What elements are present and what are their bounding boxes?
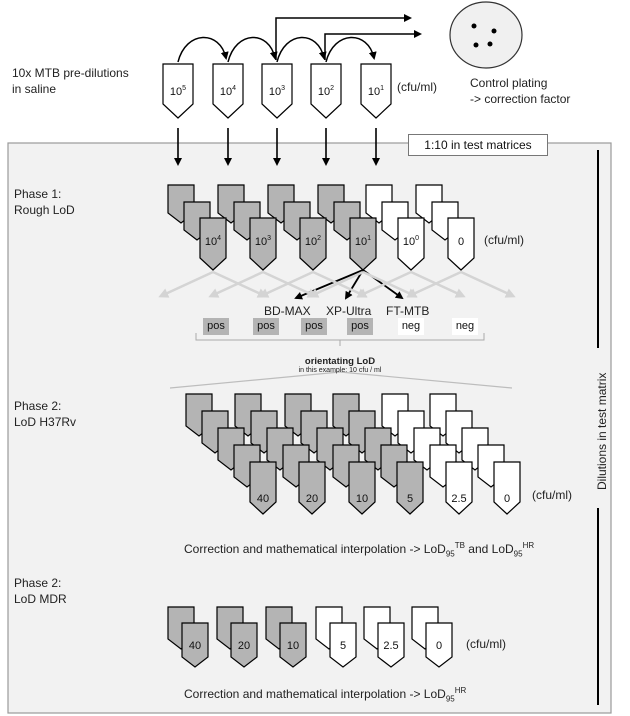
result-badge: pos (203, 318, 229, 335)
phase2b-front-tube (329, 622, 357, 668)
vertical-label: Dilutions in test matrix (595, 372, 609, 490)
control-label-line2: -> correction factor (470, 92, 571, 106)
orienting-lod-title: orientating LoD (304, 356, 376, 367)
transfer-arrow (177, 36, 229, 63)
phase1-front-tube (249, 217, 277, 271)
phase2b-tube-label: 10 (287, 640, 299, 652)
control-label-line1: Control plating (470, 76, 548, 90)
phase1-front-tube (349, 217, 377, 271)
phase2a-tube-label: 5 (407, 493, 413, 505)
orienting-lod-sub: in this example: 10 cfu / ml (298, 367, 382, 374)
predilution-tube-label: 105 (170, 85, 186, 98)
phase2a-tube-label: 10 (356, 493, 368, 505)
result-badge: pos (347, 318, 373, 335)
phase2b-front-tube (377, 622, 405, 668)
phase1-title-line1: Phase 1: (14, 187, 62, 201)
result-badge: neg (398, 318, 424, 335)
predilution-label-line1: 10x MTB pre-dilutions (12, 66, 129, 80)
phase2b-tube-label: 5 (340, 640, 346, 652)
phase2b-tube-label: 40 (189, 640, 201, 652)
phase1-front-tube (299, 217, 327, 271)
petri-dish (449, 1, 523, 69)
phase2a-front-tube (298, 461, 326, 515)
phase2b-front-tube (425, 622, 453, 668)
phase1-unit: (cfu/ml) (484, 233, 524, 247)
result-badge: pos (253, 318, 279, 335)
colony-dot (471, 23, 477, 29)
phase2a-tube-label: 40 (257, 493, 269, 505)
phase2a-front-tube (445, 461, 473, 515)
assay-xpultra: XP-Ultra (326, 304, 372, 318)
predilution-tube-label: 101 (368, 85, 384, 98)
results-bracket (195, 333, 485, 346)
predilution-unit: (cfu/ml) (397, 80, 437, 94)
phase2a-front-tube (493, 461, 521, 515)
phase1-tube-label: 102 (305, 235, 321, 248)
gray-fan-arrow (460, 270, 516, 298)
phase2b-tube-label: 2.5 (383, 640, 398, 652)
phase2a-front-tube (396, 461, 424, 515)
predilution-tube (212, 63, 244, 119)
phase2a-tube-label: 20 (306, 493, 318, 505)
phase2b-tube-label: 0 (436, 640, 442, 652)
funnel-line-left (169, 371, 341, 389)
phase1-tube-label: 100 (403, 235, 419, 248)
phase2a-tube-label: 2.5 (451, 493, 466, 505)
phase2a-title-line2: LoD H37Rv (14, 415, 77, 429)
phase1-title-line2: Rough LoD (14, 203, 75, 217)
gray-fan-arrow (356, 270, 412, 298)
result-badge: pos (301, 318, 327, 335)
gray-fan-arrow (308, 270, 364, 298)
phase1-tube-label: 103 (255, 235, 271, 248)
phase2b-tube-label: 20 (238, 640, 250, 652)
transfer-arrow (227, 36, 278, 63)
funnel-line-right (339, 371, 513, 389)
control-arrow-2 (324, 30, 422, 60)
colony-dot (473, 42, 479, 48)
result-badge: neg (452, 318, 478, 335)
predilution-tube (162, 63, 194, 119)
phase2b-front-tube (279, 622, 307, 668)
predilution-tube-label: 103 (269, 85, 285, 98)
phase2b-unit: (cfu/ml) (466, 637, 506, 651)
phase2b-title-line1: Phase 2: (14, 576, 62, 590)
predilution-tube-label: 104 (220, 85, 236, 98)
phase2b-title-line2: LoD MDR (14, 592, 67, 606)
control-arrow-1 (275, 14, 412, 60)
phase2a-front-tube (348, 461, 376, 515)
phase1-tube-label: 101 (355, 235, 371, 248)
phase2a-tube-label: 0 (504, 493, 510, 505)
phase2a-unit: (cfu/ml) (532, 488, 572, 502)
colony-dot (487, 41, 493, 47)
gray-fan-arrow (158, 270, 214, 298)
assay-bdmax: BD-MAX (264, 304, 311, 318)
gray-fan-arrow (208, 270, 264, 298)
phase2b-front-tube (181, 622, 209, 668)
phase2a-caption: Correction and mathematical interpolatio… (184, 541, 535, 559)
gray-fan-arrow (406, 270, 462, 298)
assay-ftmtb: FT-MTB (386, 304, 430, 318)
phase1-front-tube (397, 217, 425, 271)
phase1-tube-label: 104 (205, 235, 221, 248)
phase1-front-tube (447, 217, 475, 271)
phase2a-front-tube (249, 461, 277, 515)
colony-dot (491, 28, 497, 34)
predilution-tube (360, 63, 392, 119)
transfer-arrow (325, 36, 377, 63)
phase2b-caption: Correction and mathematical interpolatio… (184, 686, 467, 704)
phase1-front-tube (199, 217, 227, 271)
predilution-tube (310, 63, 342, 119)
gray-fan-arrow (258, 270, 314, 298)
predilution-tube-label: 102 (318, 85, 334, 98)
phase2a-title-line1: Phase 2: (14, 399, 62, 413)
predilution-tube (261, 63, 293, 119)
predilution-label-line2: in saline (12, 82, 57, 96)
dilution-box-label: 1:10 in test matrices (408, 134, 548, 156)
transfer-arrow (276, 36, 327, 63)
phase1-tube-label: 0 (458, 236, 464, 248)
phase2b-front-tube (230, 622, 258, 668)
